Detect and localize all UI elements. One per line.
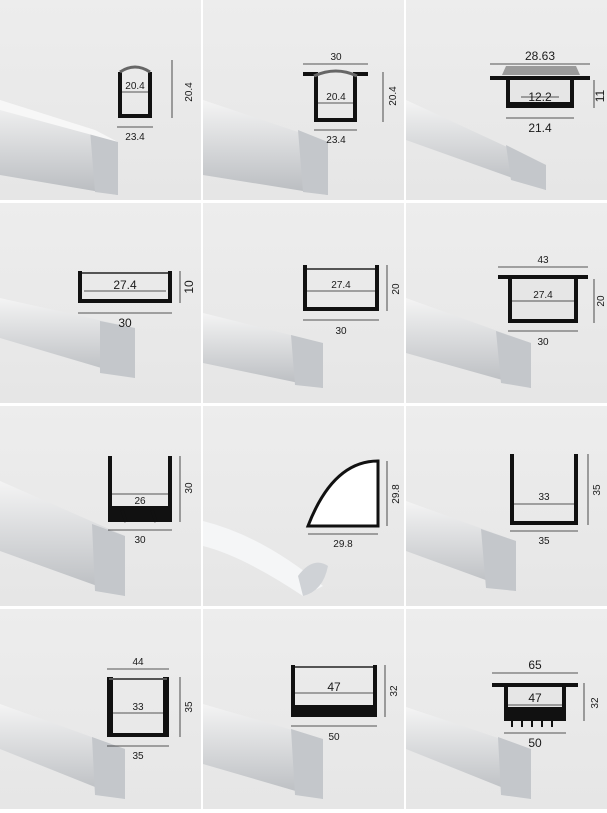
profile-cross-section	[118, 65, 152, 118]
dim-width: 50	[328, 732, 340, 743]
profile-illustration: 65 47 50 32	[406, 658, 601, 799]
profile-card-8[interactable]: 29.8 29.8	[203, 406, 404, 606]
profile-card-3[interactable]: 28.63 12.2 21.4 11	[406, 0, 607, 200]
extrusion-render	[203, 521, 328, 596]
dim-height: 32	[389, 685, 400, 697]
profile-illustration: 33 35 35	[406, 454, 603, 591]
dim-width: 30	[537, 337, 549, 348]
profile-card-11[interactable]: 47 50 32	[203, 609, 404, 809]
dim-inner: 20.4	[326, 92, 346, 103]
profile-illustration: 27.4 30 20	[203, 265, 402, 388]
profile-illustration: 26 30 30	[0, 456, 195, 596]
profile-illustration: 30 20.4 23.4 20.4	[203, 52, 399, 195]
dim-top: 43	[537, 255, 549, 266]
dim-inner: 27.4	[331, 280, 351, 291]
dim-inner: 12.2	[528, 90, 552, 104]
profile-illustration: 28.63 12.2 21.4 11	[406, 49, 607, 190]
dim-width: 35	[132, 751, 144, 762]
profile-cross-section	[490, 66, 590, 108]
extrusion-render	[406, 298, 531, 388]
dim-height: 20.4	[388, 86, 399, 106]
extrusion-render	[406, 100, 546, 190]
profile-cross-section	[492, 683, 578, 727]
extrusion-render	[0, 298, 135, 378]
dim-top: 44	[132, 657, 144, 668]
profile-cross-section	[305, 459, 380, 528]
dim-top: 65	[528, 658, 542, 672]
dim-width: 29.8	[333, 539, 353, 550]
profile-illustration: 44 33 35 35	[0, 657, 195, 799]
extrusion-render	[406, 707, 531, 799]
dim-width: 30	[134, 535, 146, 546]
profile-cross-section	[78, 271, 172, 303]
profile-illustration: 43 27.4 30 20	[406, 255, 607, 388]
extrusion-render	[203, 100, 328, 195]
profile-card-9[interactable]: 33 35 35	[406, 406, 607, 606]
extrusion-render	[0, 100, 118, 195]
profile-card-6[interactable]: 43 27.4 30 20	[406, 203, 607, 403]
extrusion-render	[203, 313, 323, 388]
profile-illustration: 29.8 29.8	[203, 459, 402, 596]
profile-cross-section	[303, 265, 379, 311]
dim-width: 23.4	[326, 135, 346, 146]
dim-inner: 33	[538, 492, 550, 503]
dim-inner: 47	[327, 680, 341, 694]
profile-card-1[interactable]: 20.4 23.4 20.4	[0, 0, 201, 200]
profile-card-2[interactable]: 30 20.4 23.4 20.4	[203, 0, 404, 200]
dim-width: 30	[118, 316, 132, 330]
dim-top: 30	[330, 52, 342, 63]
extrusion-render	[406, 501, 516, 591]
dim-height: 29.8	[391, 484, 402, 504]
dim-width: 30	[335, 326, 347, 337]
dim-inner: 26	[134, 496, 146, 507]
dim-inner: 47	[528, 691, 542, 705]
extrusion-render	[0, 704, 125, 799]
dim-inner: 27.4	[533, 290, 553, 301]
dim-height: 35	[592, 484, 603, 496]
dim-width: 35	[538, 536, 550, 547]
profile-cross-section	[108, 456, 172, 523]
dim-height: 32	[590, 697, 601, 709]
dim-width: 21.4	[528, 121, 552, 135]
dim-inner: 27.4	[113, 278, 137, 292]
profile-card-7[interactable]: 26 30 30	[0, 406, 201, 606]
profile-cross-section	[291, 665, 377, 717]
profile-cross-section	[510, 454, 578, 525]
extrusion-render	[203, 704, 323, 799]
profile-card-10[interactable]: 44 33 35 35	[0, 609, 201, 809]
profile-illustration: 20.4 23.4 20.4	[0, 60, 195, 195]
dim-inner: 33	[132, 702, 144, 713]
profile-card-4[interactable]: 27.4 30 10	[0, 203, 201, 403]
profile-cross-section	[498, 275, 588, 323]
dim-height: 20	[596, 295, 607, 307]
extrusion-render	[0, 481, 125, 596]
dim-inner: 20.4	[125, 81, 145, 92]
profile-illustration: 27.4 30 10	[0, 271, 196, 378]
dim-height: 30	[184, 482, 195, 494]
dim-height: 20	[391, 283, 402, 295]
profile-cross-section	[303, 69, 368, 122]
dim-width: 23.4	[125, 132, 145, 143]
profile-card-5[interactable]: 27.4 30 20	[203, 203, 404, 403]
dim-height: 11	[593, 89, 607, 102]
profile-cross-section	[107, 677, 169, 737]
profile-illustration: 47 50 32	[203, 665, 400, 799]
dim-top: 28.63	[525, 49, 555, 63]
dim-height: 35	[184, 701, 195, 713]
dim-width: 50	[528, 736, 542, 750]
dim-height: 10	[182, 280, 196, 294]
profile-card-12[interactable]: 65 47 50 32	[406, 609, 607, 809]
dim-height: 20.4	[184, 82, 195, 102]
